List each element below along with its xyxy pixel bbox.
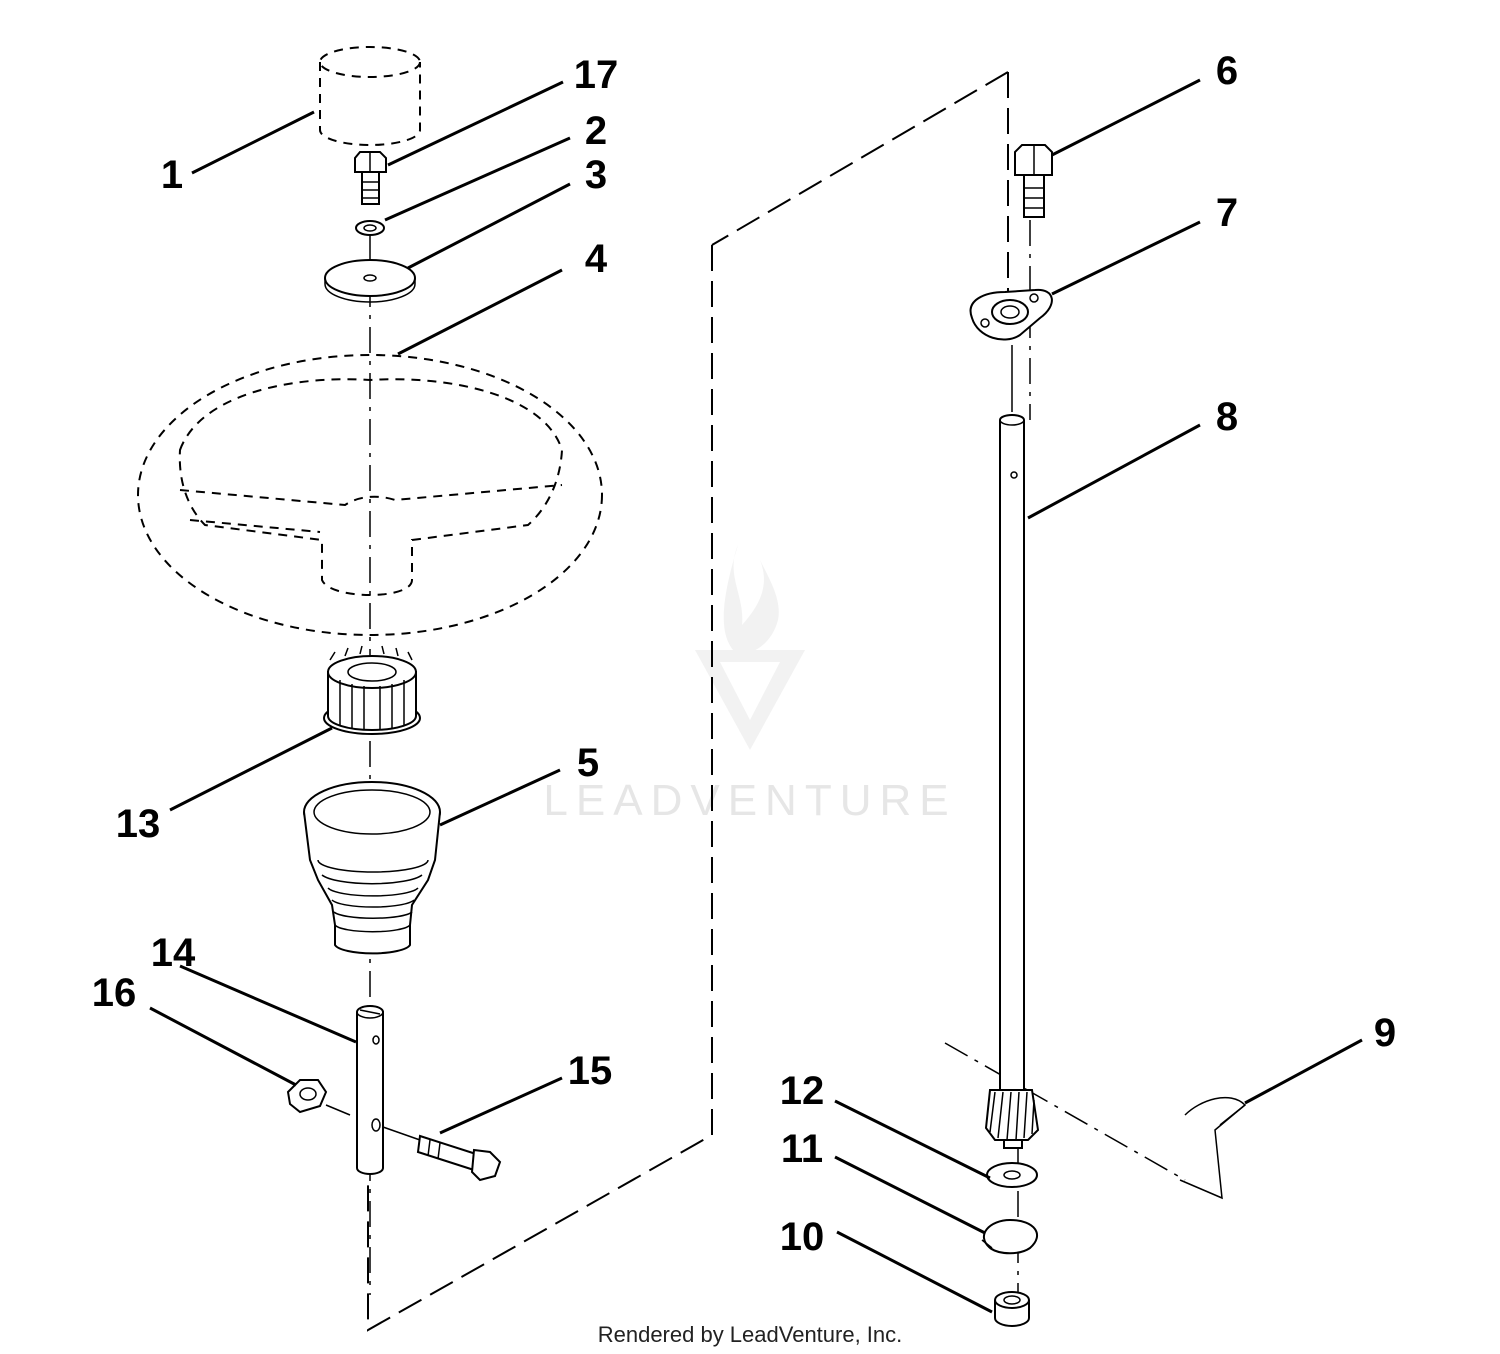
callout-15: 16: [92, 971, 137, 1015]
pin-axis: [944, 1042, 1186, 1181]
part-1-cap: [319, 46, 421, 146]
part-12-washer: [986, 1162, 1038, 1188]
callout-5: 5: [577, 741, 599, 785]
phantom-panel-left: [367, 245, 713, 1332]
part-2-lock-washer: [355, 220, 385, 236]
part-15-pin-bolt: [382, 1126, 502, 1182]
callout-16: 15: [568, 1049, 613, 1093]
watermark-logo: [695, 545, 805, 750]
callout-7: 7: [1216, 191, 1238, 235]
callout-17: 17: [574, 53, 619, 97]
part-14-shaft: [356, 1005, 384, 1175]
part-11-retaining-ring: [981, 1218, 1038, 1255]
part-5-column-cover: [303, 781, 441, 955]
callout-12: 12: [780, 1069, 825, 1113]
leader-lines: [149, 78, 1363, 1314]
callout-2: 2: [585, 109, 607, 153]
part-16-hex-nut: [286, 1079, 351, 1116]
part-7-flange-bearing: [969, 288, 1053, 341]
callout-9: 9: [1374, 1011, 1396, 1055]
part-10-bushing: [994, 1291, 1030, 1327]
callout-3: 3: [585, 153, 607, 197]
part-13-spline-adapter: [323, 645, 421, 735]
callout-14: 14: [151, 931, 196, 975]
phantom-panel-top: [711, 71, 1009, 246]
part-17-bolt: [354, 151, 387, 205]
footer-credit: Rendered by LeadVenture, Inc.: [598, 1322, 903, 1347]
part-9-hairpin-clip: [1179, 1096, 1247, 1200]
part-4-steering-wheel: [137, 354, 603, 636]
part-3-washer: [324, 259, 416, 303]
part-6-bolt: [1014, 144, 1053, 218]
callout-6: 6: [1216, 49, 1238, 93]
watermark-text: LEADVENTURE: [543, 776, 956, 825]
pinion-gear: [984, 1089, 1040, 1149]
callout-10: 10: [780, 1215, 825, 1259]
callout-8: 8: [1216, 395, 1238, 439]
callout-11: 11: [781, 1127, 823, 1171]
callout-4: 4: [585, 237, 608, 281]
part-8-steering-shaft: [999, 345, 1025, 1091]
callout-1: 1: [161, 153, 183, 197]
callout-13: 13: [116, 802, 161, 846]
